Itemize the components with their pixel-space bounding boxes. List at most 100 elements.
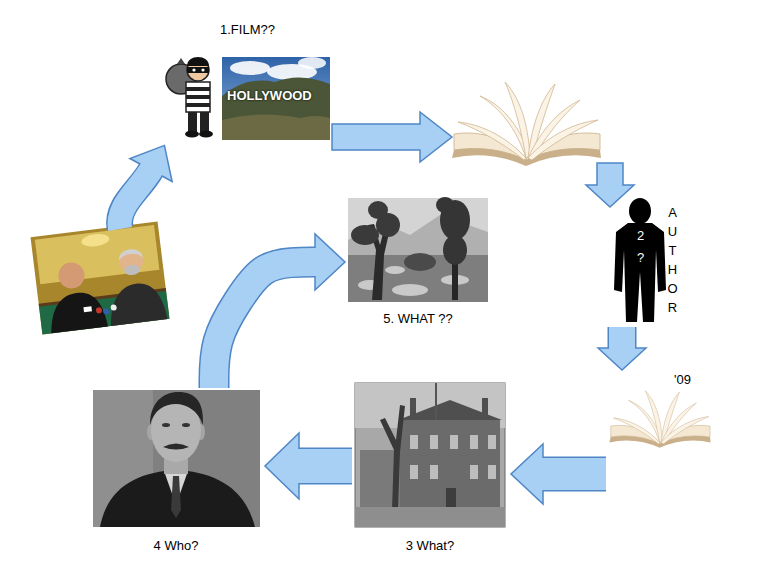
poker-chip [96, 307, 103, 314]
vertical-label: A U T H O R [666, 203, 679, 317]
arrow-head [598, 348, 646, 370]
silhouette-body [614, 223, 666, 322]
shrub [404, 253, 436, 271]
block-arrow [332, 112, 452, 162]
cloud [230, 61, 270, 75]
thief-leg [200, 112, 209, 132]
striped-shirt [186, 82, 210, 112]
rock [392, 284, 428, 296]
arrow-head [265, 433, 299, 499]
arrow-head [511, 444, 543, 504]
thief-cartoon [166, 57, 213, 138]
photo-clue: 4 Who? [90, 388, 265, 560]
sign-text: HOLLYWOOD [227, 88, 312, 103]
author-clue: 2 ? A U T H O R [612, 195, 692, 327]
building-photo [355, 383, 505, 527]
street [355, 507, 505, 527]
building-wall [400, 420, 500, 510]
open-book [452, 82, 601, 166]
tree-foliage [436, 197, 454, 213]
eye [162, 423, 170, 427]
photo-ground [355, 383, 505, 527]
chandelier [81, 233, 110, 248]
open-book [609, 391, 710, 448]
player-body [47, 290, 108, 334]
cloud [298, 57, 326, 69]
arrow-body [214, 262, 318, 388]
photo-wall [35, 225, 160, 284]
photo-brush [222, 114, 330, 140]
chimney [482, 398, 488, 416]
player-head [57, 261, 86, 290]
arrow-body [609, 327, 635, 351]
window [450, 435, 458, 449]
photo-sky [222, 57, 330, 140]
tree-foliage [368, 201, 388, 219]
player-body [106, 280, 167, 326]
film-clue: 1.FILM?? [160, 14, 338, 144]
photo-clue: 5. WHAT ?? [345, 195, 494, 335]
thief-eye [192, 68, 195, 71]
clue-label: 1.FILM?? [160, 22, 335, 37]
poker-photo [29, 220, 170, 335]
flow-arrow [214, 234, 345, 388]
suit [100, 470, 255, 527]
bare-tree [380, 405, 405, 510]
door [446, 488, 456, 510]
rock [385, 266, 405, 274]
hair [150, 392, 203, 425]
playing-card [83, 306, 92, 312]
portrait-photo [93, 390, 260, 527]
window [488, 435, 496, 449]
thief-mask [187, 67, 209, 73]
block-arrow [586, 163, 634, 207]
shirt-stripe [186, 95, 210, 99]
tie [171, 476, 181, 518]
clue-label: 5. WHAT ?? [345, 311, 491, 326]
shirt-stripe [186, 87, 210, 91]
thief-shoe [199, 131, 213, 138]
hollywood-photo [222, 57, 330, 140]
book-clue: '09 [606, 370, 716, 486]
tree-foliage [351, 225, 379, 245]
year-label: '09 [674, 372, 691, 387]
player-beard [124, 264, 141, 276]
flow-arrow [598, 327, 646, 370]
window [410, 465, 418, 479]
window [410, 435, 418, 449]
arrow-body [296, 449, 352, 483]
window [470, 465, 478, 479]
tree-foliage [443, 235, 467, 265]
player-hair [118, 248, 143, 261]
photo-sky [348, 198, 488, 302]
author-silhouette-figure [614, 198, 666, 322]
clue-label: 4 Who? [90, 538, 262, 553]
telegraph-pole [435, 383, 437, 420]
bag-knot [177, 58, 185, 64]
thief-eye [201, 68, 204, 71]
clue-number: 2 ? [634, 225, 647, 269]
poker-chip [110, 304, 117, 311]
silhouette-head [629, 198, 651, 224]
flow-arrow [265, 433, 352, 499]
window [430, 465, 438, 479]
mustache [163, 444, 189, 450]
chimney [410, 398, 416, 416]
flow-arrow [511, 444, 606, 504]
thief-leg [188, 112, 197, 132]
window [470, 435, 478, 449]
trees-photo [348, 197, 488, 302]
thief-shoe [185, 131, 199, 138]
arrow-body [540, 458, 606, 490]
shirt-stripe [186, 103, 210, 107]
curved-arrow-body [120, 167, 153, 229]
photo-clue: 3 What? [352, 380, 511, 560]
window [488, 465, 496, 479]
arrow-head [315, 234, 345, 290]
poker-chip [103, 308, 110, 315]
photo-hills [222, 77, 330, 140]
